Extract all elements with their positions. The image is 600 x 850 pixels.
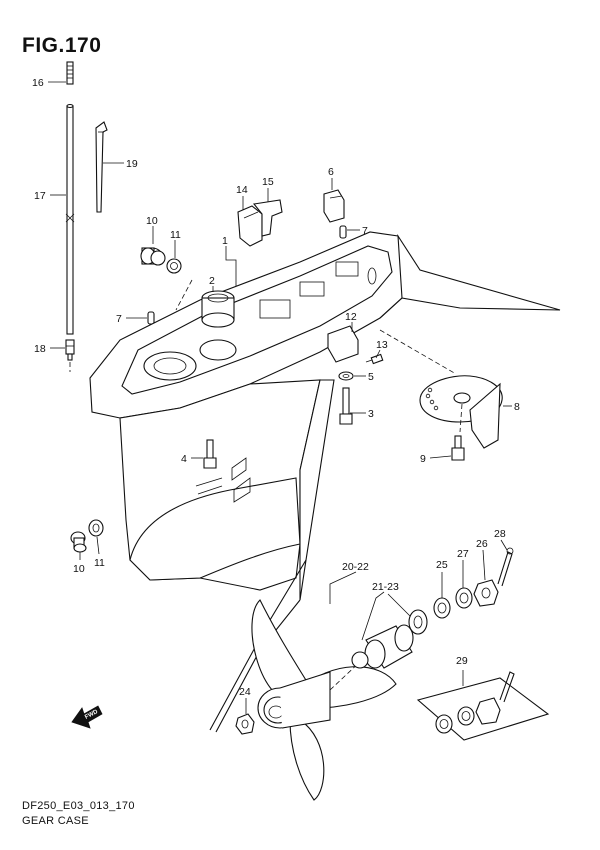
callout-15: 15	[262, 176, 274, 188]
model-code: DF250_E03_013_170	[22, 800, 135, 812]
callout-3: 3	[368, 408, 374, 420]
part-17-driveshaft	[65, 103, 75, 335]
part-27-spacer	[455, 587, 473, 609]
part-26-nut	[473, 579, 499, 607]
callout-20-22: 20-22	[342, 561, 369, 573]
part-12-bracket	[327, 325, 359, 363]
callout-21-23: 21-23	[372, 581, 399, 593]
callout-29: 29	[456, 655, 468, 667]
part-20-22-washer	[408, 609, 428, 635]
leader-lines	[48, 81, 512, 714]
callout-16: 16	[32, 77, 44, 89]
part-25-washer	[433, 597, 451, 619]
callout-9: 9	[420, 453, 426, 465]
part-10-plug-bottom	[70, 531, 87, 553]
callout-5: 5	[368, 371, 374, 383]
part-14-bracket	[237, 205, 263, 247]
callout-11-top: 11	[170, 229, 181, 241]
part-29-kit	[416, 671, 550, 741]
callout-18: 18	[34, 343, 46, 355]
part-11-gasket-bottom	[88, 519, 104, 537]
figure-title: FIG.170	[22, 34, 102, 57]
callout-6: 6	[328, 166, 334, 178]
part-13-screw	[365, 353, 384, 365]
part-16-stud	[66, 61, 74, 85]
part-5-washer	[338, 371, 354, 381]
part-6-cap	[323, 189, 345, 223]
callout-28: 28	[494, 528, 506, 540]
part-28-cotter-pin	[497, 547, 514, 587]
callout-11-bottom: 11	[94, 557, 105, 569]
part-24-nut	[235, 713, 255, 735]
callout-labels: 16 17 18 19 10 11 1 2 14 15 6 7 7 12 13 …	[32, 77, 520, 698]
callout-4: 4	[181, 453, 187, 465]
callout-7-right: 7	[362, 225, 368, 237]
callout-10-top: 10	[146, 215, 158, 227]
callout-13: 13	[376, 339, 388, 351]
figure-subtitle: GEAR CASE	[22, 815, 89, 827]
part-19-seal	[95, 121, 108, 213]
part-3-bolt	[339, 387, 353, 425]
callout-17: 17	[34, 190, 46, 202]
callout-8: 8	[514, 401, 520, 413]
part-15-clip	[252, 199, 283, 237]
gear-case-housing	[89, 231, 561, 733]
callout-14: 14	[236, 184, 248, 196]
part-9-bolt	[451, 435, 465, 461]
part-11-gasket-top	[166, 258, 182, 274]
forward-arrow-icon: FWD	[71, 705, 103, 729]
callout-27: 27	[457, 548, 469, 560]
callout-1: 1	[222, 235, 228, 247]
callout-7-left: 7	[116, 313, 122, 325]
propeller	[251, 599, 397, 801]
callout-19: 19	[126, 158, 138, 170]
callout-26: 26	[476, 538, 488, 550]
part-10-plug-top	[140, 247, 166, 266]
callout-25: 25	[436, 559, 448, 571]
callout-12: 12	[345, 311, 357, 323]
part-7-dowel-left	[147, 311, 155, 325]
callout-10-bottom: 10	[73, 563, 85, 575]
callout-2: 2	[209, 275, 215, 287]
part-7-dowel-right	[339, 225, 347, 239]
part-21-23-hub	[351, 624, 414, 669]
part-8-trim-tab	[419, 375, 503, 449]
callout-24: 24	[239, 686, 251, 698]
part-4-bolt	[203, 439, 217, 469]
part-18-fitting	[65, 339, 75, 361]
